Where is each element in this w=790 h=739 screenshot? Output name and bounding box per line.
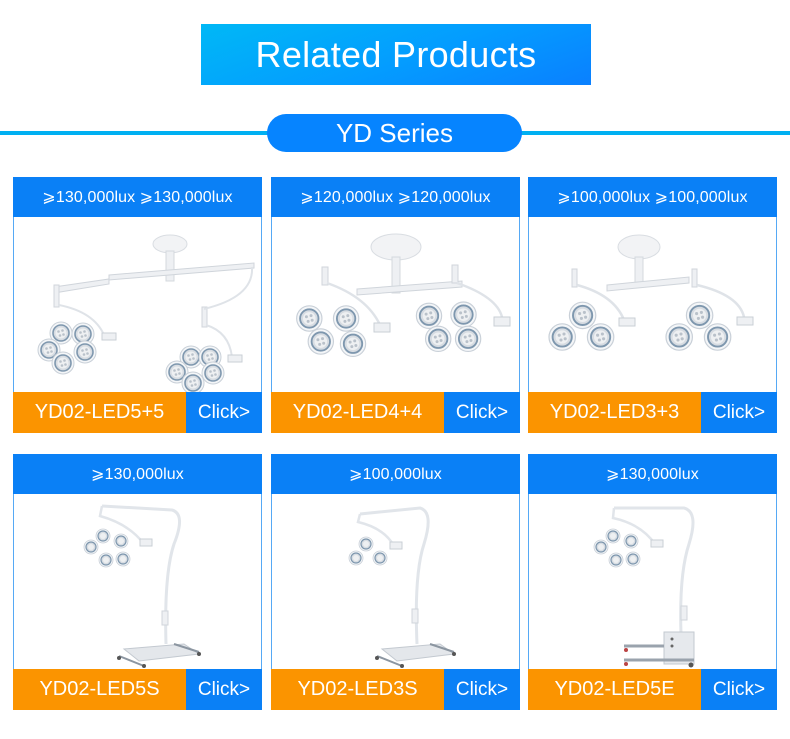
click-button[interactable]: Click> (444, 392, 520, 433)
model-name[interactable]: YD02-LED4+4 (271, 392, 444, 433)
series-label: YD Series (267, 114, 522, 152)
product-card-yd02-led5s[interactable]: ⩾130,000lux YD02-LED5S Click> (13, 454, 262, 710)
card-footer: YD02-LED5S Click> (13, 669, 262, 710)
model-name[interactable]: YD02-LED5E (528, 669, 701, 710)
lux-rating: ⩾120,000lux ⩾120,000lux (271, 177, 520, 217)
card-footer: YD02-LED3+3 Click> (528, 392, 777, 433)
lux-rating: ⩾130,000lux ⩾130,000lux (13, 177, 262, 217)
model-name[interactable]: YD02-LED5S (13, 669, 186, 710)
product-card-yd02-led3-3[interactable]: ⩾100,000lux ⩾100,000lux YD02-LED (528, 177, 777, 433)
lux-rating: ⩾100,000lux (271, 454, 520, 494)
product-image-mobile-5-head[interactable] (14, 494, 261, 669)
model-name[interactable]: YD02-LED3S (271, 669, 444, 710)
click-button[interactable]: Click> (444, 669, 520, 710)
model-name[interactable]: YD02-LED5+5 (13, 392, 186, 433)
product-image-ceiling-double-5-head[interactable] (14, 217, 261, 392)
lux-rating: ⩾100,000lux ⩾100,000lux (528, 177, 777, 217)
card-footer: YD02-LED5+5 Click> (13, 392, 262, 433)
product-card-yd02-led3s[interactable]: ⩾100,000lux YD02-LED3S Click> (271, 454, 520, 710)
product-image-ceiling-double-4-head[interactable] (272, 217, 519, 392)
click-button[interactable]: Click> (701, 392, 777, 433)
product-image-ceiling-double-3-head[interactable] (529, 217, 776, 392)
card-footer: YD02-LED5E Click> (528, 669, 777, 710)
click-button[interactable]: Click> (186, 669, 262, 710)
product-image-mobile-3-head[interactable] (272, 494, 519, 669)
product-card-yd02-led5-5[interactable]: ⩾130,000lux ⩾130,000lux (13, 177, 262, 433)
click-button[interactable]: Click> (186, 392, 262, 433)
model-name[interactable]: YD02-LED3+3 (528, 392, 701, 433)
lux-rating: ⩾130,000lux (528, 454, 777, 494)
card-footer: YD02-LED3S Click> (271, 669, 520, 710)
click-button[interactable]: Click> (701, 669, 777, 710)
product-card-yd02-led4-4[interactable]: ⩾120,000lux ⩾120,000lux (271, 177, 520, 433)
product-image-mobile-battery-5-head[interactable] (529, 494, 776, 669)
lux-rating: ⩾130,000lux (13, 454, 262, 494)
card-footer: YD02-LED4+4 Click> (271, 392, 520, 433)
product-card-yd02-led5e[interactable]: ⩾130,000lux YD02-LED5E Click> (528, 454, 777, 710)
related-products-banner: Related Products (201, 24, 591, 85)
